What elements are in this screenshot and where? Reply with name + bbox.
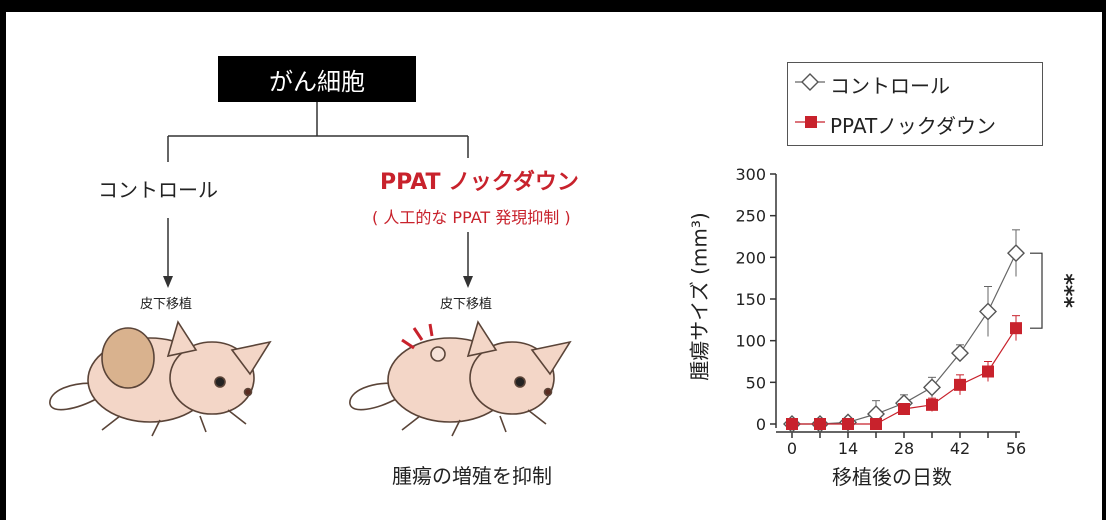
knockdown-title: PPAT ノックダウン: [380, 170, 579, 195]
knockdown-subtitle: ( 人工的な PPAT 発現抑制 ): [372, 208, 571, 227]
x-axis-title: 移植後の日数: [832, 465, 952, 489]
knockdown-data-point: [898, 403, 910, 415]
knockdown-data-point: [1010, 322, 1022, 335]
arrow-right-head: [463, 276, 473, 288]
significance-stars: ***: [1052, 273, 1077, 308]
x-tick-label: 14: [838, 439, 858, 458]
knockdown-data-point: [814, 418, 826, 430]
y-tick-label: 250: [735, 207, 766, 226]
x-tick-label: 56: [1006, 439, 1026, 458]
y-tick-label: 100: [735, 332, 766, 351]
y-tick-label: 0: [756, 415, 766, 434]
chart-legend: [787, 62, 1043, 146]
arrow-left-head: [163, 276, 173, 288]
cancer-cell-box: がん細胞: [218, 56, 416, 102]
mouse-with-tumor-illustration: [49, 320, 272, 437]
suppression-marks: [401, 323, 434, 350]
control-label: コントロール: [98, 178, 218, 202]
knockdown-data-point: [842, 418, 854, 430]
legend-markers: [795, 73, 825, 128]
knockdown-data-point: [982, 365, 994, 378]
y-tick-label: 50: [746, 373, 766, 392]
knockdown-data-point: [926, 398, 938, 411]
mouse-knockdown-illustration: [349, 320, 572, 437]
control-data-point: [951, 344, 969, 363]
legend-knockdown-marker: [805, 116, 817, 128]
knockdown-data-point: [786, 418, 798, 430]
y-tick-label: 200: [735, 248, 766, 267]
control-data-point: [1007, 244, 1025, 263]
y-tick-label: 300: [735, 165, 766, 184]
legend-control-marker: [801, 73, 819, 91]
cancer-cell-label: がん細胞: [269, 67, 365, 96]
knockdown-data-point: [870, 418, 882, 430]
knockdown-data-point: [954, 378, 966, 391]
legend-knockdown-label: PPATノックダウン: [830, 114, 996, 138]
x-tick-label: 28: [894, 439, 914, 458]
transplant-label-right: 皮下移植: [440, 297, 493, 312]
legend-control-label: コントロール: [830, 74, 950, 98]
x-tick-label: 0: [787, 439, 797, 458]
x-tick-label: 42: [950, 439, 970, 458]
y-axis-title: 腫瘍サイズ (mm³): [687, 212, 712, 381]
transplant-label-left: 皮下移植: [140, 297, 193, 312]
control-data-point: [923, 378, 941, 397]
significance-bracket: [1030, 252, 1043, 329]
result-text: 腫瘍の増殖を抑制: [392, 464, 552, 488]
control-data-point: [979, 302, 997, 321]
y-tick-label: 150: [735, 290, 766, 309]
